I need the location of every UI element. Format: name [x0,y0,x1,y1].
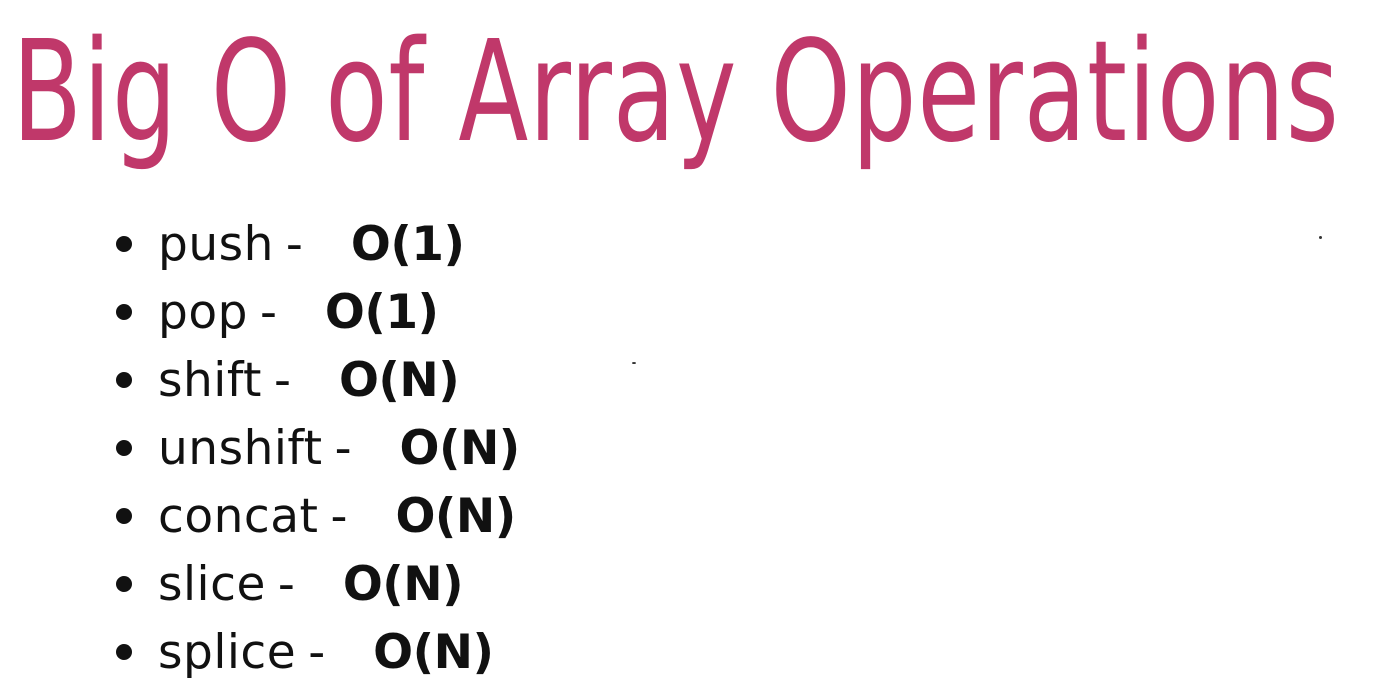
operation-dash: - [330,488,348,544]
operation-complexity: O(N) [373,624,494,680]
operation-dash: - [308,624,326,680]
operation-name: shift [158,352,262,408]
operation-name: slice [158,556,266,612]
operation-complexity: O(N) [395,488,516,544]
operation-name: splice [158,624,297,680]
bullet-icon [116,644,132,660]
operation-complexity: O(N) [342,556,464,612]
operation-dash: - [273,352,291,408]
slide-title: Big O of Array Operations [12,11,1340,174]
operations-list: push - O(1) pop - O(1) shift - O(N) unsh… [112,210,520,686]
operation-dash: - [259,284,277,340]
operation-name: concat [158,488,319,544]
operation-name: pop [158,284,248,340]
bullet-icon [116,576,132,592]
list-item-splice: splice - O(N) [112,618,520,686]
bullet-icon [116,372,132,388]
operation-dash: - [334,420,352,476]
operation-name: push [158,216,274,272]
operation-dash: - [285,216,303,272]
dust-speck [632,362,636,364]
operation-complexity: O(N) [399,420,521,476]
list-item-push: push - O(1) [112,210,520,278]
bullet-icon [116,236,132,252]
list-item-pop: pop - O(1) [112,278,520,346]
operation-dash: - [277,556,295,612]
operation-complexity: O(N) [338,352,460,408]
list-item-concat: concat - O(N) [112,482,520,550]
bullet-icon [116,440,132,456]
list-item-unshift: unshift - O(N) [112,414,520,482]
operation-complexity: O(1) [350,216,465,272]
bullet-icon [116,508,132,524]
list-item-shift: shift - O(N) [112,346,520,414]
list-item-slice: slice - O(N) [112,550,520,618]
operation-complexity: O(1) [324,284,439,340]
operation-name: unshift [158,420,323,476]
bullet-icon [116,304,132,320]
dust-speck [1319,236,1322,239]
